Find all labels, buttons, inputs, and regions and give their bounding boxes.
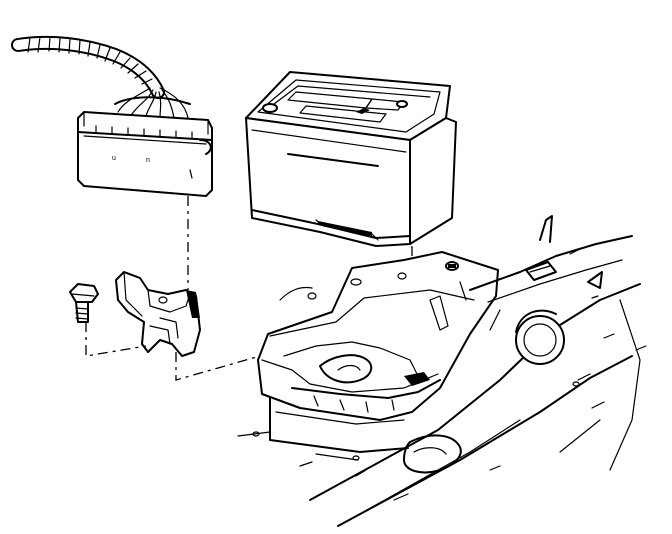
- block-mark-2: n: [146, 157, 150, 164]
- lower-panel: [237, 397, 409, 461]
- fuse-relay-block: u n: [77, 111, 213, 197]
- battery: [245, 71, 457, 247]
- mounting-bracket: [115, 271, 201, 357]
- block-mark-1: u: [112, 155, 116, 162]
- frame-rail: [299, 215, 647, 527]
- bolt: [69, 283, 99, 323]
- battery-tray: [257, 251, 499, 421]
- wiring-harness: [11, 35, 191, 119]
